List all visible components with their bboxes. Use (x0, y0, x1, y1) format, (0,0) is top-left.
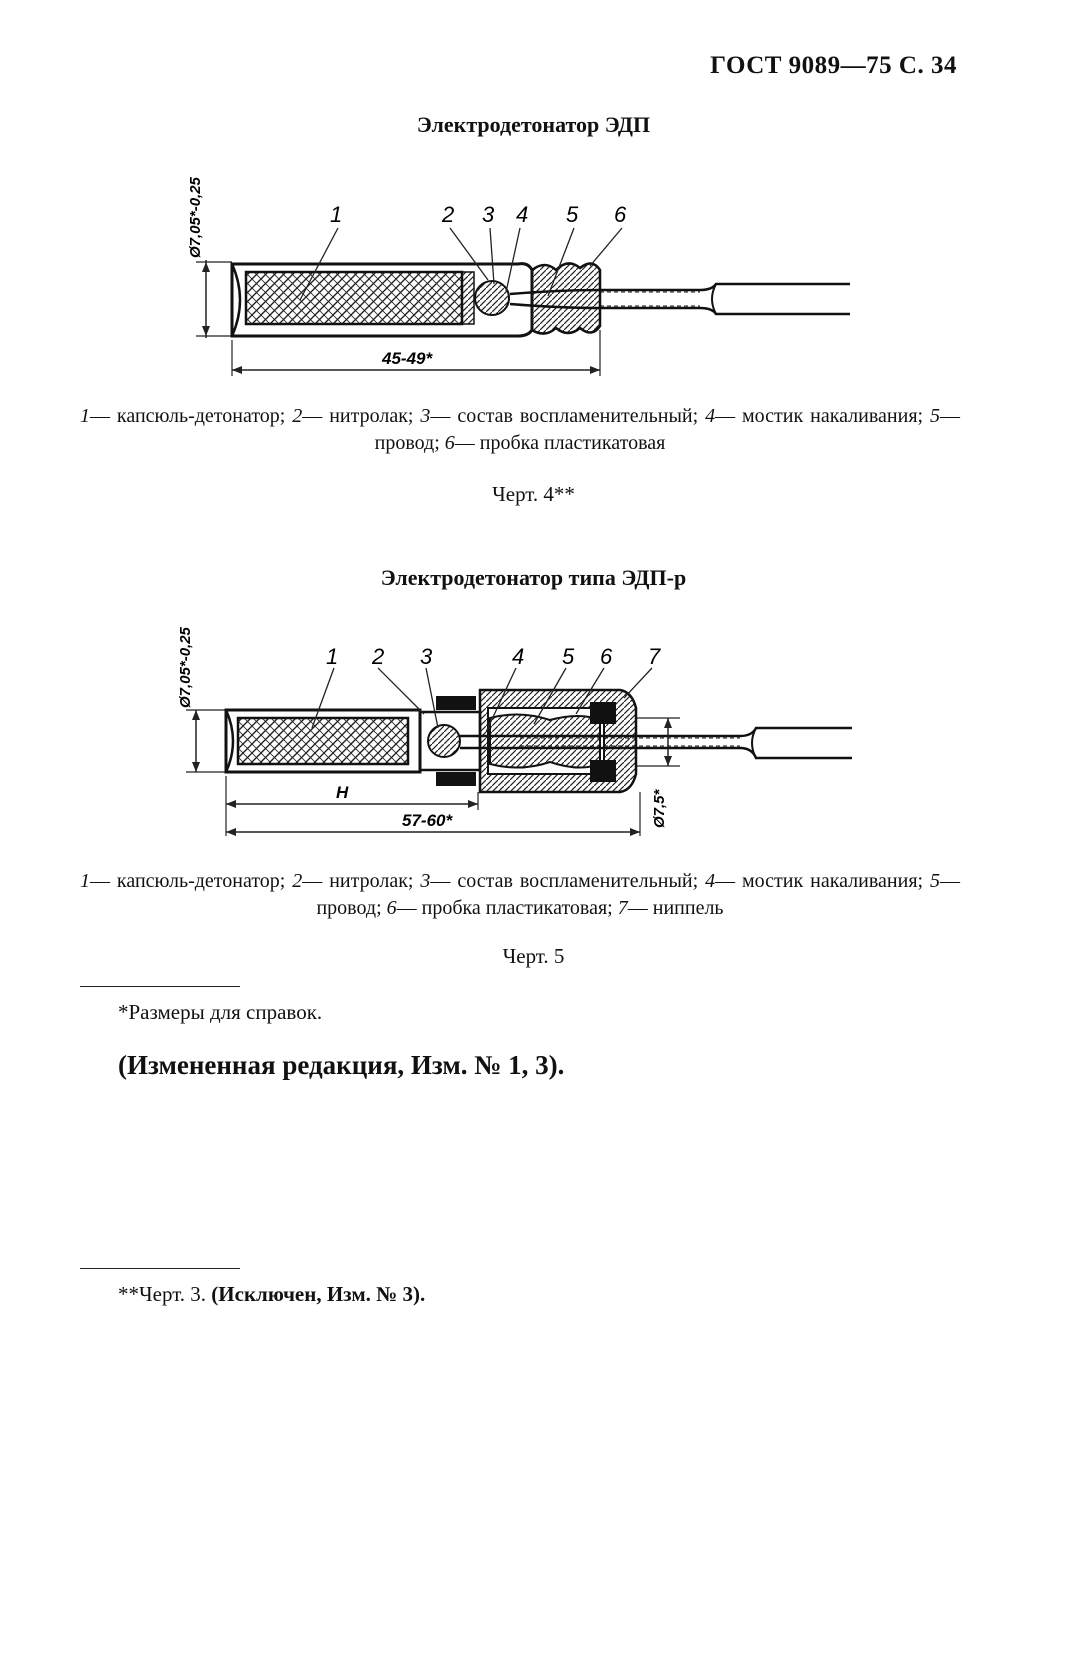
callout-5: 5 (562, 644, 575, 669)
callout-4: 4 (516, 202, 528, 227)
footnote-excluded: **Черт. 3. (Исключен, Изм. № 3). (118, 1282, 426, 1306)
wire-upper (509, 282, 850, 296)
callout-7: 7 (648, 644, 661, 669)
figure4-chert: Черт. 4** (492, 482, 575, 506)
dim-diameter-label: Ø7,05*-0,25 (187, 176, 204, 258)
callout-2: 2 (371, 644, 384, 669)
seal-bottom (436, 772, 476, 786)
plastic-plug (489, 713, 601, 769)
callout-6: 6 (614, 202, 627, 227)
dim-h-label: H (336, 783, 349, 802)
callout-3: 3 (420, 644, 433, 669)
igniter-bead (427, 724, 461, 758)
callout-3: 3 (482, 202, 495, 227)
igniter-bead (474, 280, 510, 316)
callout-6: 6 (600, 644, 613, 669)
figure4-drawing: Ø7,05*-0,25 45-49* 1 2 3 4 5 6 (187, 176, 850, 376)
callout-5: 5 (566, 202, 579, 227)
callout-1: 1 (326, 644, 338, 669)
figure5-title: Электродетонатор типа ЭДП-р (380, 565, 687, 590)
callout-4: 4 (512, 644, 524, 669)
capsule-charge (236, 716, 410, 766)
callout-2: 2 (441, 202, 454, 227)
dim-diameter-label: Ø7,05*-0,25 (177, 626, 194, 708)
figure5-chert: Черт. 5 (502, 944, 565, 968)
capsule-charge (244, 270, 464, 326)
callout-1: 1 (330, 202, 342, 227)
dim-length-label: 45-49* (381, 349, 433, 368)
figure5-legend: 1— капсюль-детонатор; 2— нитролак; 3— со… (80, 870, 961, 919)
dim-diameter2-label: Ø7,5* (651, 788, 668, 828)
detonator-shell (224, 708, 422, 774)
page-header: ГОСТ 9089—75 С. 34 (710, 52, 957, 79)
wire-lower (509, 302, 850, 316)
footnote-rule (80, 986, 240, 987)
figure4-title: Электродетонатор ЭДП (416, 112, 651, 137)
plastic-plug (531, 262, 602, 335)
amendment-note: (Измененная редакция, Изм. № 1, 3). (118, 1050, 565, 1080)
seal-top (436, 696, 476, 710)
dim-length-label: 57-60* (402, 811, 453, 830)
footnote-rule-2 (80, 1268, 240, 1269)
footnote-reference-sizes: *Размеры для справок. (118, 1000, 323, 1024)
figure4-legend: 1— капсюль-детонатор; 2— нитролак; 3— со… (80, 405, 961, 454)
figure5-drawing: Ø7,05*-0,25 Ø7,5* H 57-60* 1 2 3 4 5 6 7 (177, 626, 852, 836)
